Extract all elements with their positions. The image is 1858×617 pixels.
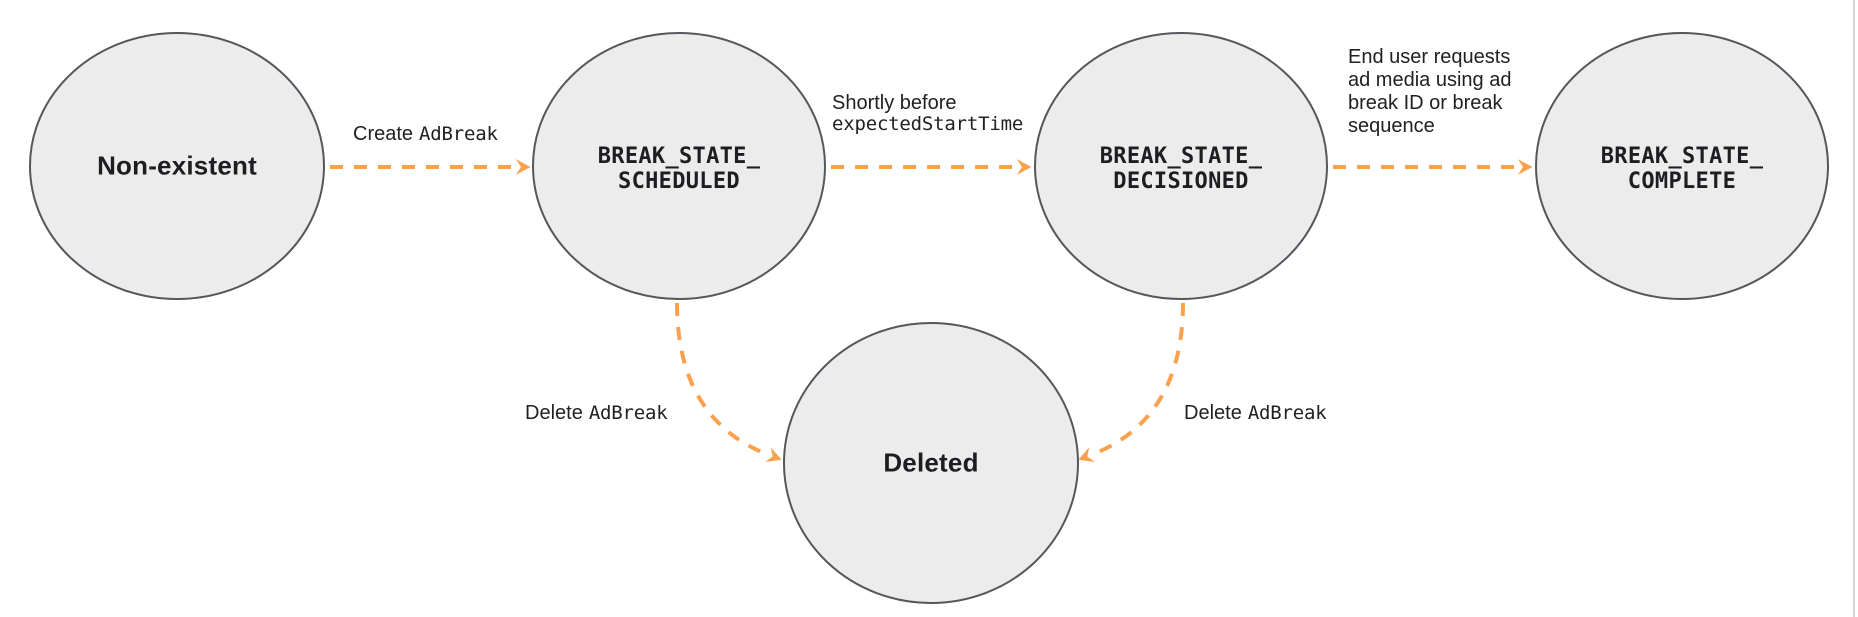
page-edge-divider bbox=[1853, 0, 1855, 617]
state-circle-non-existent bbox=[29, 32, 325, 300]
transition-label-plain: Delete bbox=[1184, 402, 1242, 424]
transition-label-plain: Create bbox=[353, 123, 414, 145]
transition-label-line: break ID or break bbox=[1348, 92, 1503, 114]
transition-label-code: AdBreak bbox=[588, 402, 668, 424]
state-label-line2: COMPLETE bbox=[1627, 169, 1737, 194]
transition-label-delete-adbreak-right: Delete AdBreak bbox=[1184, 403, 1327, 424]
state-label-deleted: Deleted bbox=[883, 447, 979, 478]
state-label-non-existent: Non-existent bbox=[97, 150, 257, 181]
state-label-break-state-complete: BREAK_STATE_ COMPLETE bbox=[1601, 144, 1764, 194]
transition-label-line: ad media using ad bbox=[1348, 69, 1512, 91]
transition-label-plain: Shortly before bbox=[832, 92, 957, 114]
transition-label-code: AdBreak bbox=[419, 123, 498, 145]
state-label-line1: BREAK_STATE_ bbox=[597, 144, 761, 169]
transition-label-shortly-before: Shortly before expectedStartTime bbox=[832, 93, 1023, 135]
transition-arrow-delete-adbreak-left bbox=[675, 302, 782, 462]
transition-label-delete-adbreak-left: Delete AdBreak bbox=[525, 403, 668, 424]
transition-label-code: AdBreak bbox=[1247, 402, 1327, 424]
transition-label-plain: Delete bbox=[525, 402, 583, 424]
state-label-line1: BREAK_STATE_ bbox=[1600, 144, 1764, 169]
state-label-line1: BREAK_STATE_ bbox=[1099, 144, 1263, 169]
state-label-line2: DECISIONED bbox=[1113, 169, 1249, 194]
state-circle-deleted bbox=[783, 322, 1079, 604]
state-label-line2: SCHEDULED bbox=[618, 169, 740, 194]
transition-label-code: expectedStartTime bbox=[832, 113, 1024, 135]
transition-label-line: End user requests bbox=[1348, 46, 1511, 68]
transition-label-line: sequence bbox=[1348, 115, 1435, 137]
state-circle-break-state-decisioned bbox=[1034, 32, 1328, 300]
transition-label-end-user-requests: End user requests ad media using ad brea… bbox=[1348, 46, 1511, 138]
state-circle-break-state-complete bbox=[1535, 32, 1829, 300]
state-circle-break-state-scheduled bbox=[532, 32, 826, 300]
state-label-break-state-scheduled: BREAK_STATE_ SCHEDULED bbox=[598, 144, 761, 194]
transition-arrow-delete-adbreak-right bbox=[1078, 302, 1185, 462]
state-label-break-state-decisioned: BREAK_STATE_ DECISIONED bbox=[1100, 144, 1263, 194]
transition-label-create-adbreak: Create AdBreak bbox=[353, 124, 498, 145]
